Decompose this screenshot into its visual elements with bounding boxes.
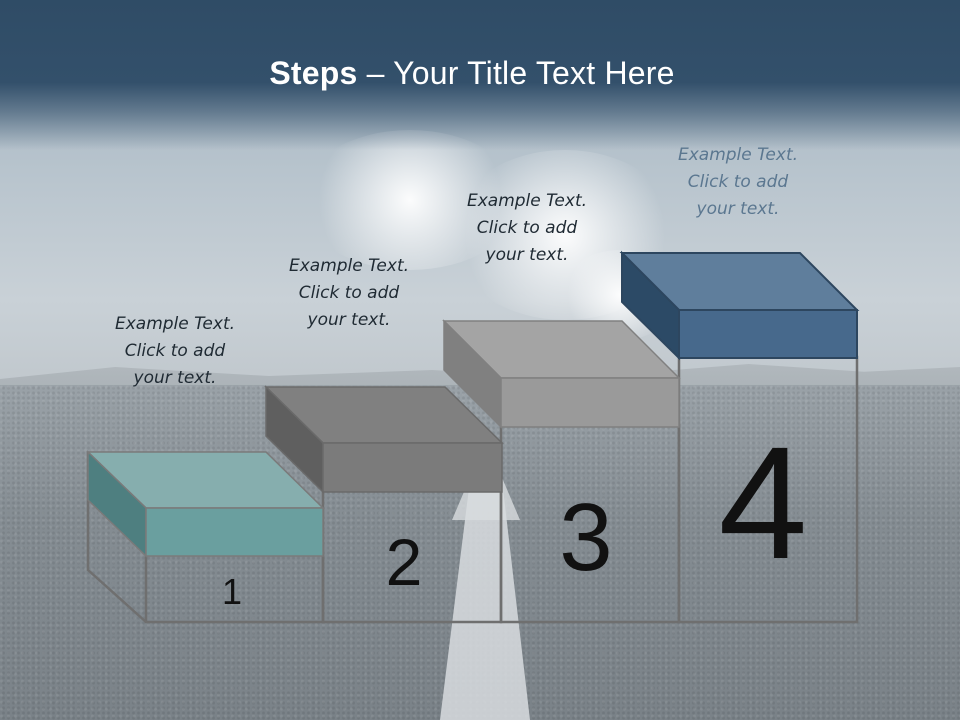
step-1-caption[interactable]: Example Text. Click to add your text. <box>85 311 265 392</box>
step-1-block[interactable] <box>86 450 325 558</box>
title-bar <box>0 0 960 150</box>
step-4-number: 4 <box>719 413 808 592</box>
step-2-caption[interactable]: Example Text. Click to add your text. <box>259 253 439 334</box>
step-3-caption[interactable]: Example Text. Click to add your text. <box>437 188 617 269</box>
title-rest: – Your Title Text Here <box>357 55 675 91</box>
step-4-caption[interactable]: Example Text. Click to add your text. <box>648 142 828 223</box>
caption-line: your text. <box>485 245 569 265</box>
step-3-number: 3 <box>559 484 612 591</box>
caption-line: Click to add <box>476 218 578 238</box>
caption-line: Example Text. <box>677 145 799 165</box>
caption-line: Click to add <box>298 283 400 303</box>
caption-line: your text. <box>307 310 391 330</box>
page-title[interactable]: Steps – Your Title Text Here <box>0 55 944 92</box>
step-1-number: 1 <box>222 571 242 612</box>
title-bold: Steps <box>269 55 358 91</box>
step-2-block[interactable] <box>264 385 504 494</box>
step-4-block[interactable] <box>619 250 860 361</box>
caption-line: Example Text. <box>114 314 236 334</box>
caption-line: Example Text. <box>288 256 410 276</box>
caption-line: your text. <box>696 199 780 219</box>
step-3-block[interactable] <box>442 319 681 429</box>
caption-line: your text. <box>133 368 217 388</box>
step-2-number: 2 <box>386 525 423 599</box>
caption-line: Click to add <box>124 341 226 361</box>
caption-line: Click to add <box>687 172 789 192</box>
caption-line: Example Text. <box>466 191 588 211</box>
